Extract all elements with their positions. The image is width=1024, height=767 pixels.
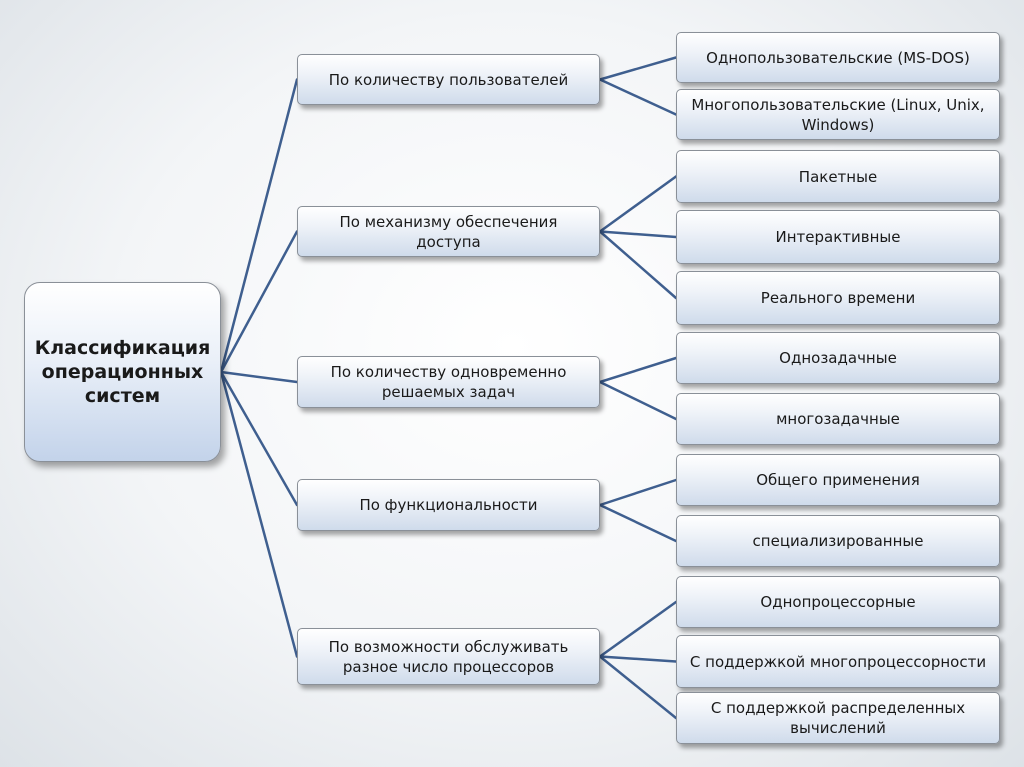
leaf-single-task: Однозадачные (676, 332, 1000, 384)
leaf-label: Интерактивные (775, 228, 901, 246)
leaf-batch: Пакетные (676, 150, 1000, 203)
connector-category-to-leaf (598, 503, 678, 543)
leaf-specialized: специализированные (676, 515, 1000, 567)
leaf-label: специализированные (752, 532, 924, 550)
leaf-single-user: Однопользовательские (MS-DOS) (676, 32, 1000, 83)
connector-category-to-leaf (598, 230, 678, 300)
category-label: По количеству одновременно решаемых зада… (330, 363, 567, 401)
leaf-label: С поддержкой распределенных вычислений (710, 699, 966, 737)
connector-root-to-category (219, 370, 299, 658)
leaf-label: Однопользовательские (MS-DOS) (706, 48, 970, 67)
connector-category-to-leaf (598, 478, 678, 507)
leaf-label: Пакетные (798, 167, 878, 186)
connector-root-to-category (219, 370, 299, 507)
category-functionality: По функциональности (297, 479, 600, 531)
category-users: По количеству пользователей (297, 54, 600, 105)
category-processors: По возможности обслуживать разное число … (297, 628, 600, 685)
category-label: По механизму обеспечения доступа (339, 212, 558, 251)
leaf-distributed: С поддержкой распределенных вычислений (676, 692, 1000, 744)
connector-category-to-leaf (598, 230, 678, 239)
connector-category-to-leaf (598, 655, 678, 663)
leaf-label: Реального времени (760, 289, 916, 307)
connector-root-to-category (219, 78, 299, 374)
connector-category-to-leaf (598, 356, 678, 384)
category-label: По количеству пользователей (328, 70, 569, 89)
root-label: Классификация операционных систем (34, 337, 211, 407)
connector-category-to-leaf (598, 380, 678, 421)
leaf-label: Общего применения (756, 471, 920, 489)
leaf-single-processor: Однопроцессорные (676, 576, 1000, 628)
leaf-label: многозадачные (776, 410, 900, 428)
leaf-multi-user: Многопользовательские (Linux, Unix, Wind… (676, 89, 1000, 140)
category-access: По механизму обеспечения доступа (297, 206, 600, 257)
connector-category-to-leaf (598, 655, 678, 720)
category-tasks: По количеству одновременно решаемых зада… (297, 356, 600, 408)
connector-root-to-category (219, 370, 299, 384)
category-label: По возможности обслуживать разное число … (328, 637, 569, 676)
leaf-label: Многопользовательские (Linux, Unix, Wind… (691, 95, 985, 134)
leaf-label: Однозадачные (779, 349, 897, 367)
connector-category-to-leaf (598, 175, 678, 233)
connector-category-to-leaf (598, 56, 678, 81)
leaf-general-purpose: Общего применения (676, 454, 1000, 506)
leaf-label: Однопроцессорные (760, 593, 916, 611)
leaf-multi-task: многозадачные (676, 393, 1000, 445)
root-node: Классификация операционных систем (24, 282, 221, 462)
connector-root-to-category (219, 230, 299, 374)
leaf-real-time: Реального времени (676, 271, 1000, 325)
leaf-multiprocessor: С поддержкой многопроцессорности (676, 635, 1000, 688)
connector-category-to-leaf (598, 78, 678, 116)
category-label: По функциональности (359, 496, 538, 514)
leaf-label: С поддержкой многопроцессорности (689, 652, 987, 671)
connector-category-to-leaf (598, 600, 678, 658)
leaf-interactive: Интерактивные (676, 210, 1000, 264)
